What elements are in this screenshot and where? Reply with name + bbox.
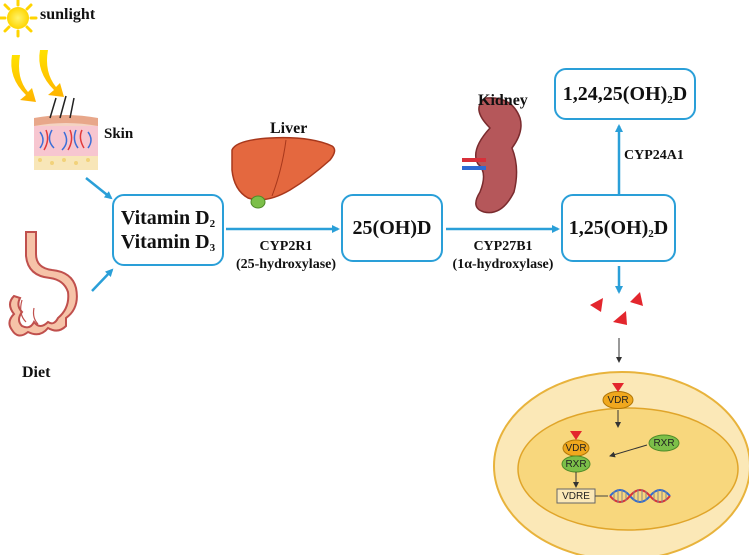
sunlight-rays-icon <box>11 50 64 102</box>
125ohd-box: 1,25(OH)2D <box>561 194 676 262</box>
diet-to-vitamin-arrow <box>91 268 114 292</box>
vitamin-d2-text: Vitamin D2 <box>120 207 216 230</box>
sun-icon <box>0 0 38 38</box>
skin-to-vitamin-arrow <box>85 177 113 200</box>
kidney-label: Kidney <box>478 92 528 109</box>
rxr-free-label: RXR <box>653 437 675 449</box>
ligand-triangles <box>590 292 643 325</box>
vdr-nucleus-ligand <box>570 431 582 440</box>
diet-label: Diet <box>22 364 51 381</box>
rxr-nucleus-label: RXR <box>565 458 587 470</box>
vdr-cytoplasm-ligand <box>612 383 624 392</box>
liver-label: Liver <box>270 120 308 137</box>
stomach-icon <box>8 231 78 337</box>
sunlight-label: sunlight <box>40 6 96 23</box>
vdr-nucleus-label: VDR <box>565 442 587 454</box>
vdre-label: VDRE <box>562 490 590 502</box>
cyp27b1-label: CYP27B1 (1α-hydroxylase) <box>452 239 554 272</box>
12425ohd-box: 1,24,25(OH)2D <box>554 68 696 120</box>
125ohd-text: 1,25(OH)2D <box>568 216 669 240</box>
vitamin-d3-text: Vitamin D3 <box>120 231 216 254</box>
cyp24a1-label: CYP24A1 <box>624 148 684 163</box>
kidney-icon <box>462 97 522 214</box>
nucleus <box>517 407 739 531</box>
dna-icon <box>609 489 671 503</box>
skin-icon <box>34 95 98 170</box>
cyp2r1-label: CYP2R1 (25-hydroxylase) <box>235 239 337 272</box>
25ohd-text: 25(OH)D <box>352 216 432 239</box>
25ohd-box: 25(OH)D <box>341 194 443 262</box>
12425ohd-text: 1,24,25(OH)2D <box>562 82 688 106</box>
vdr-cytoplasm-label: VDR <box>607 394 629 406</box>
rxr-free-shape <box>648 434 680 452</box>
pathway-arrows <box>85 124 623 294</box>
vitamin-d-box: Vitamin D2 Vitamin D3 <box>112 194 224 266</box>
skin-label: Skin <box>104 126 134 142</box>
liver-icon <box>231 136 336 209</box>
